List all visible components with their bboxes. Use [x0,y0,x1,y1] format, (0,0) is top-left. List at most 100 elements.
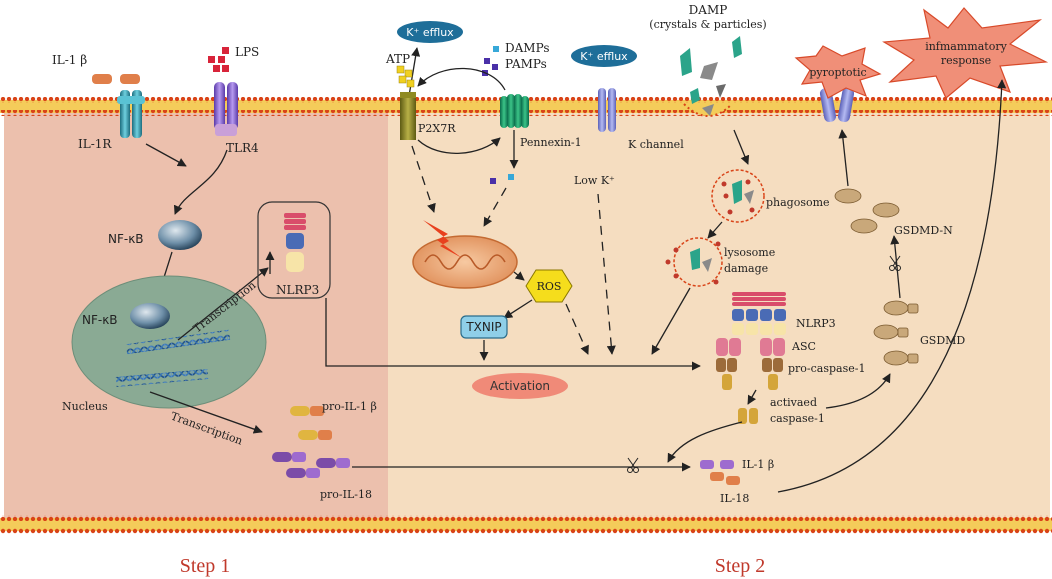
pro-il1b-proteins [290,406,332,440]
lysosome-label-line1: lysosome [724,246,775,259]
mito-to-ros-arrow [513,271,525,281]
mitochondrion [412,235,518,289]
nfkb-nucleus-label: NF-κB [82,313,118,327]
asc-adaptor [716,338,785,356]
il1r-to-nfkb-arrow [145,143,187,167]
step-2-label: Step 2 [715,555,766,577]
damp-title: DAMP [689,3,728,17]
mature-il1b [700,460,740,485]
pro-caspase-1 [716,358,783,390]
transcription-arrow-pro-cytokines [149,391,263,434]
il1b-mature-label: IL-1 β [742,458,774,471]
gsdmd-n-label: GSDMD-N [894,224,953,237]
phagosome [711,169,765,223]
step2-cytoplasm-region [388,108,1050,520]
internalized-damps [490,174,514,184]
dna-strand-upper [125,329,231,355]
phagosome-to-lysosome-arrow [707,221,723,239]
lysosome-label-line2: damage [724,262,768,275]
crystal-particles [680,36,742,104]
tlr4-receptor [214,82,238,136]
k-efflux-left-label: K⁺ efflux [406,26,454,39]
inflammatory-label-line2: response [941,54,991,67]
inflammatory-response-starburst [882,7,1049,99]
caspase-activation-arrow [747,389,757,405]
p2x7r-pannexin-arrow [417,137,501,154]
activated-caspase-line1: activaed [770,396,817,409]
step-1-label: Step 1 [180,555,231,577]
caspase-cleaves-gsdmd-arrow [825,373,891,409]
k-channel-label: K channel [628,138,684,151]
gsdmd-pore-formation-arrow [838,129,849,187]
scissors-icon [627,457,639,473]
pannexin-label: Pennexin-1 [520,136,582,149]
nlrp3-inactive-box [257,201,331,299]
il1r-label: IL-1R [78,137,112,151]
gsdmd-pore [819,88,855,122]
gsdmd-proteins [873,300,919,366]
pro-caspase-label: pro-caspase-1 [788,362,865,375]
damps-pamps-molecules [482,46,499,76]
lps-label: LPS [235,45,259,59]
phagocytosis-arrow [733,129,750,165]
ros-label: ROS [537,280,562,293]
pannexin1-channel [500,94,529,128]
nucleus-label: Nucleus [62,400,108,413]
il18-mature-label: IL-18 [720,492,749,505]
pannexin-atp-release-arrow [417,67,506,91]
p2x7r-receptor [400,92,416,140]
ros-hexagon [525,269,573,303]
caspase-cleaves-cytokines-arrow [667,421,743,463]
pamps-label: PAMPs [505,57,547,71]
lysosome-activation-arrow [651,287,691,355]
nlrp3-active-label: NLRP3 [796,317,836,330]
p2x7r-mito-dashed-arrow [411,145,436,213]
il1b-ligands [92,74,140,84]
activation-badge [472,373,568,399]
activated-caspase-1 [738,408,758,424]
pannexin-mito-dashed-arrow [483,187,507,227]
gsdmd-n-fragments [834,188,900,234]
tlr4-label: TLR4 [226,141,259,155]
nlrp3-inactive-protein [284,213,306,272]
low-k-label: Low K⁺ [574,174,615,187]
nfkb-nucleus-icon [130,303,170,329]
dna-strand-lower [115,369,209,387]
nfkb-label: NF-κB [108,232,144,246]
nfkb-cytoplasm-icon [158,220,202,250]
k-efflux-left-badge [397,21,463,43]
phagosome-label: phagosome [766,196,830,209]
nlrp3-box-label: NLRP3 [276,283,319,297]
asc-label: ASC [791,340,816,353]
txnip-box [460,315,508,339]
pyroptotic-starburst [794,45,882,99]
k-efflux-left-arrow [408,47,421,97]
k-efflux-right-badge [571,45,637,67]
damp-subtitle: (crystals & particles) [649,18,766,31]
activation-label: Activation [490,379,550,393]
txnip-label: TXNIP [465,320,501,334]
membrane-invagination [683,103,733,117]
pro-il1b-label: pro-IL-1 β [322,400,377,413]
k-channel [598,88,616,132]
k-efflux-right-label: K⁺ efflux [580,50,628,63]
il1b-label: IL-1 β [52,53,87,67]
bottom-cell-membrane [0,515,1052,534]
il1r-receptor [117,90,145,138]
inflammatory-label-line1: infmammatory [925,40,1007,53]
ros-to-txnip-arrow [503,299,533,319]
lightning-bolt-icon [423,220,462,258]
gsdmd-scissors-icon [889,255,901,271]
low-k-dashed-arrow [597,193,616,355]
pro-il18-proteins [272,452,350,478]
atp-label: ATP [385,52,410,66]
activated-caspase-line2: caspase-1 [770,412,825,425]
gsdmd-label: GSDMD [920,334,965,347]
damps-label: DAMPs [505,41,549,55]
cytokine-release-arrow [777,79,1007,493]
lps-molecules [208,47,229,72]
p2x7r-label: P2X7R [418,122,456,135]
nlrp3-inflammasome [732,292,786,335]
